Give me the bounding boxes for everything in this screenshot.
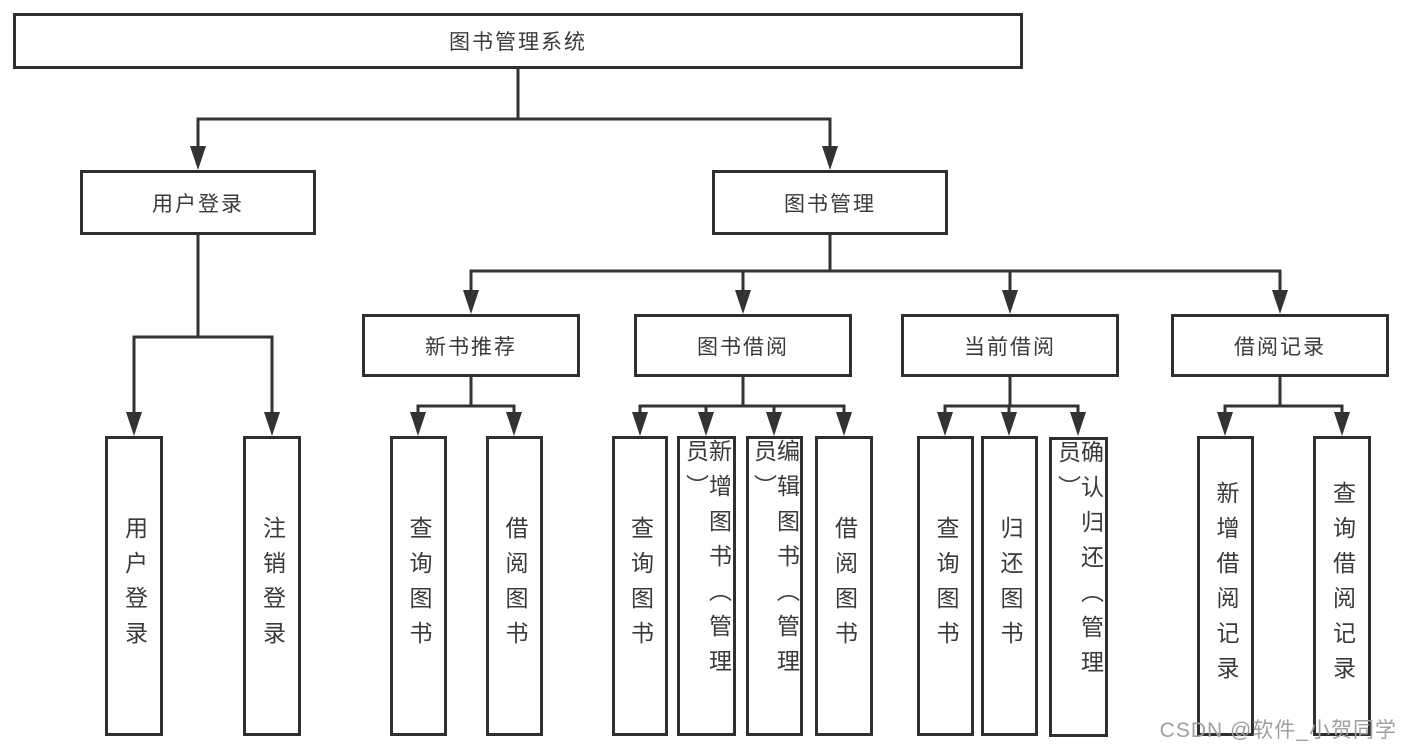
arrow-down-icon <box>822 146 838 170</box>
node-label: 图书管理系统 <box>449 31 587 54</box>
leaf-add-borrow-record: 新增借阅记录 <box>1197 436 1254 736</box>
leaf-label: 用户登录 <box>121 516 148 656</box>
arrow-down-icon <box>735 290 751 314</box>
arrow-down-icon <box>698 412 714 436</box>
connector-current-to-leaves <box>937 377 1086 436</box>
leaf-query-borrow-record: 查询借阅记录 <box>1313 436 1371 736</box>
leaf-edit-book-admin: 编辑图书（管理员） <box>746 436 803 736</box>
node-label: 图书管理 <box>784 192 876 216</box>
arrow-down-icon <box>1272 290 1288 314</box>
leaf-label: 查询图书 <box>627 516 654 656</box>
arrow-down-icon <box>1070 412 1086 436</box>
leaf-label: 编辑图书（管理员） <box>750 439 800 684</box>
leaf-label: 确认归还（管理员） <box>1054 440 1104 685</box>
node-label: 用户登录 <box>152 192 244 216</box>
leaf-label: 新增图书（管理员） <box>682 439 732 684</box>
leaf-label: 借阅图书 <box>502 516 528 656</box>
connector-recommend-to-leaves <box>410 377 522 436</box>
arrow-down-icon <box>1001 412 1017 436</box>
arrow-down-icon <box>1002 290 1018 314</box>
arrow-down-icon <box>1334 412 1350 436</box>
arrow-down-icon <box>126 412 142 436</box>
leaf-label: 注销登录 <box>259 516 286 656</box>
node-label: 当前借阅 <box>964 335 1056 359</box>
leaf-query-books-current: 查询图书 <box>917 436 974 736</box>
leaf-label: 查询图书 <box>406 516 432 656</box>
leaf-user-login: 用户登录 <box>105 436 163 736</box>
leaf-label: 查询借阅记录 <box>1329 481 1356 691</box>
arrow-down-icon <box>506 412 522 436</box>
connector-root-to-level2 <box>190 69 838 170</box>
connector-login-to-leaves <box>126 235 280 436</box>
node-borrowing-records: 借阅记录 <box>1171 314 1389 377</box>
leaf-query-books-recommend: 查询图书 <box>390 436 447 736</box>
node-label: 借阅记录 <box>1234 335 1326 359</box>
arrow-down-icon <box>766 412 782 436</box>
leaf-borrow-books-recommend: 借阅图书 <box>486 436 543 736</box>
node-new-book-recommend: 新书推荐 <box>362 314 580 377</box>
node-book-borrowing: 图书借阅 <box>634 314 852 377</box>
leaf-label: 借阅图书 <box>831 516 858 656</box>
leaf-confirm-return-admin: 确认归还（管理员） <box>1049 437 1108 737</box>
arrow-down-icon <box>190 146 206 170</box>
arrow-down-icon <box>1217 412 1233 436</box>
connector-management-to-level3 <box>463 235 1288 314</box>
node-root-system: 图书管理系统 <box>13 13 1023 69</box>
node-book-management: 图书管理 <box>712 170 948 235</box>
leaf-label: 查询图书 <box>933 516 959 656</box>
leaf-logout: 注销登录 <box>243 436 301 736</box>
leaf-add-book-admin: 新增图书（管理员） <box>677 436 736 736</box>
leaf-label: 归还图书 <box>997 516 1023 656</box>
leaf-return-books: 归还图书 <box>981 436 1038 736</box>
connector-borrowing-to-leaves <box>632 377 852 436</box>
node-label: 图书借阅 <box>697 335 789 359</box>
leaf-label: 新增借阅记录 <box>1213 481 1239 691</box>
arrow-down-icon <box>632 412 648 436</box>
arrow-down-icon <box>410 412 426 436</box>
node-label: 新书推荐 <box>425 335 517 359</box>
arrow-down-icon <box>937 412 953 436</box>
arrow-down-icon <box>836 412 852 436</box>
csdn-watermark: CSDN @软件_小贺同学 <box>1159 719 1397 742</box>
node-user-login: 用户登录 <box>80 170 316 235</box>
node-current-borrowing: 当前借阅 <box>901 314 1119 377</box>
arrow-down-icon <box>264 412 280 436</box>
arrow-down-icon <box>463 290 479 314</box>
connector-records-to-leaves <box>1217 377 1350 436</box>
leaf-borrow-books: 借阅图书 <box>815 436 873 736</box>
leaf-query-books-borrowing: 查询图书 <box>612 436 668 736</box>
